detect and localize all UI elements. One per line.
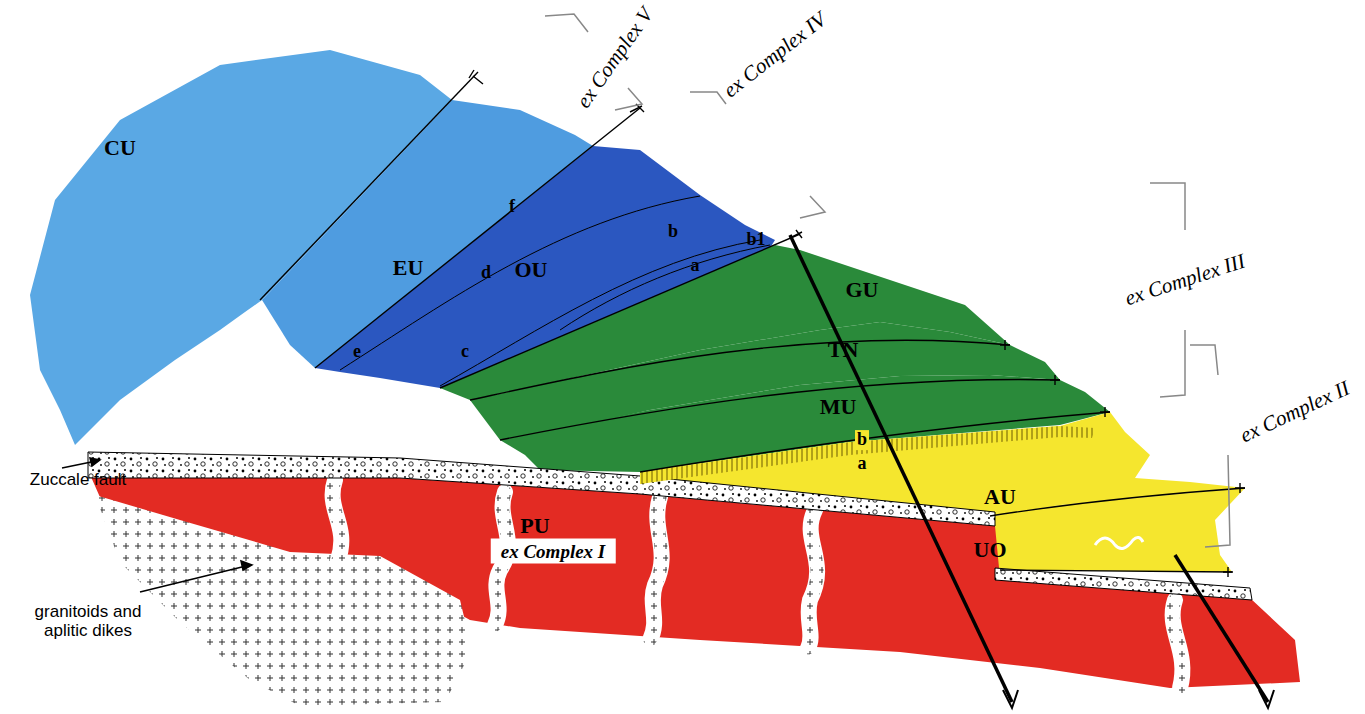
tectonic-unit: UO: [980, 488, 1245, 572]
unit-label: MU: [820, 396, 857, 418]
subunit-letter: b: [855, 430, 869, 450]
unit-label: CU: [104, 137, 136, 159]
unit-label: OU: [515, 259, 548, 281]
subunit-letter: c: [461, 342, 469, 362]
unit-label: PU: [520, 515, 549, 537]
subunit-letter: d: [481, 263, 491, 283]
callout-text: granitoids and aplitic dikes: [13, 603, 163, 640]
unit-label: AU: [984, 486, 1016, 508]
complex-label: ex Complex II: [1237, 377, 1354, 448]
unit-note: ex Complex I: [491, 539, 616, 564]
callout-text: Zuccale fault: [30, 471, 126, 490]
subunit-letter: b: [668, 222, 678, 242]
subunit-letter: a: [858, 454, 867, 474]
unit-label: UO: [974, 539, 1007, 561]
subunit-letter: f: [509, 197, 515, 217]
subunit-letter: a: [691, 256, 700, 276]
complex-label: ex Complex IV: [719, 8, 831, 102]
unit-label: GU: [846, 279, 879, 301]
unit-label: EU: [393, 257, 424, 279]
unit-outline: [980, 488, 1245, 572]
complex-label: ex Complex V: [572, 4, 658, 113]
complex-label: ex Complex III: [1122, 250, 1248, 311]
unit-shape: [980, 488, 1245, 572]
subunit-letter: b1: [746, 230, 765, 250]
unit-label: TN: [828, 339, 859, 361]
subunit-letter: e: [353, 342, 361, 362]
